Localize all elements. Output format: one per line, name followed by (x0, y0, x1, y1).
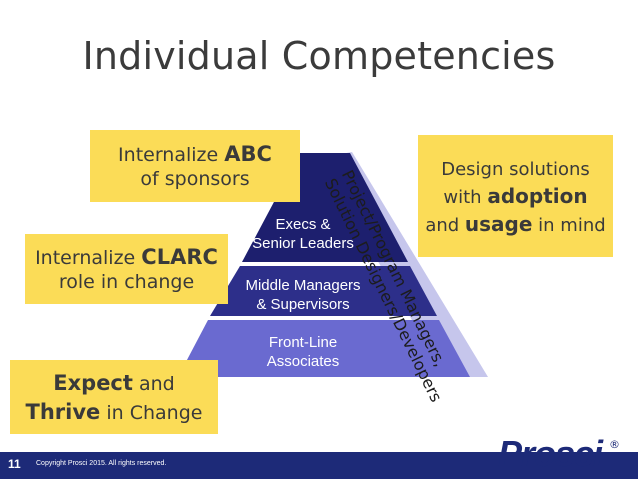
callout-design: Design solutions with adoption and usage… (418, 135, 613, 257)
tier-middle (210, 266, 437, 316)
callout-abc-line1: Internalize ABC (118, 142, 272, 166)
tier-frontline-line2: Associates (266, 353, 340, 370)
callout-abc: Internalize ABC of sponsors (90, 130, 300, 202)
tier-execs (242, 153, 408, 262)
callout-clarc-line1: Internalize CLARC (35, 245, 218, 269)
tier-frontline (178, 320, 470, 377)
page-number: 11 (8, 457, 21, 471)
slide-title: Individual Competencies (82, 34, 556, 78)
tier-middle-label: Middle Managers & Supervisors (228, 276, 378, 314)
callout-expect-line1: Expect and (53, 371, 175, 395)
tier-execs-label: Execs & Senior Leaders (248, 215, 358, 253)
footer-bar: 11 Copyright Prosci 2015. All rights res… (0, 452, 638, 479)
copyright-text: Copyright Prosci 2015. All rights reserv… (36, 460, 167, 467)
callout-expect: Expect and Thrive in Change (10, 360, 218, 434)
tier-middle-line1: Middle Managers (245, 277, 361, 294)
callout-design-line2: with adoption (443, 184, 588, 208)
tier-execs-line1: Execs & (275, 216, 331, 233)
prosci-logo: Prosci (497, 433, 603, 474)
registered-mark: ® (609, 438, 620, 451)
callout-expect-line2: Thrive in Change (25, 400, 203, 424)
tier-execs-line2: Senior Leaders (252, 235, 354, 252)
tier-frontline-label: Front-Line Associates (243, 333, 363, 371)
callout-abc-line2: of sponsors (140, 168, 250, 190)
callout-clarc: Internalize CLARC role in change (25, 234, 228, 304)
tier-frontline-line1: Front-Line (268, 334, 338, 351)
callout-clarc-line2: role in change (58, 271, 195, 293)
callout-design-line3: and usage in mind (425, 212, 606, 236)
callout-design-line1: Design solutions (441, 159, 590, 180)
tier-middle-line2: & Supervisors (256, 296, 350, 313)
